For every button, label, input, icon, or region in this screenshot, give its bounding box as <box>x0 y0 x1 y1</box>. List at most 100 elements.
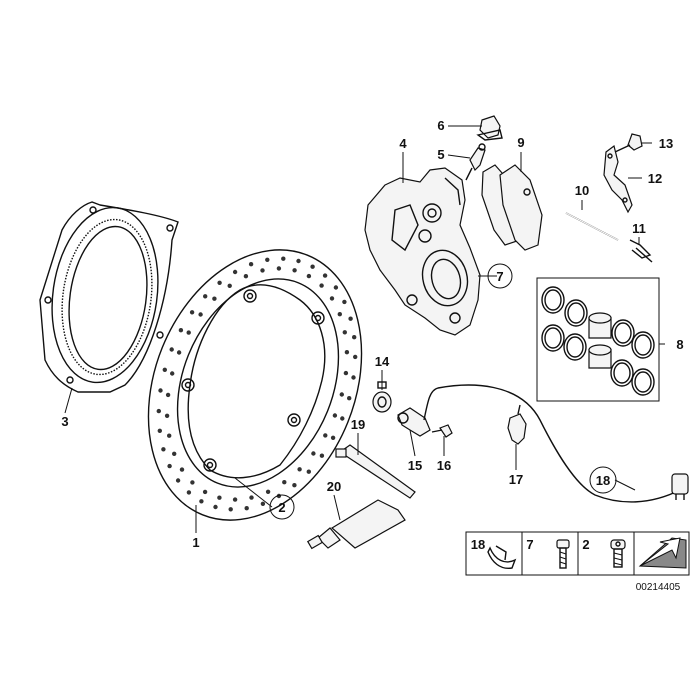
disc-drill-hole <box>344 350 350 355</box>
disc-drill-hole <box>189 310 195 315</box>
disc-drill-hole <box>276 266 282 271</box>
disc-drill-hole <box>330 435 336 440</box>
disc-drill-hole <box>176 350 182 355</box>
bolt-icon <box>556 539 570 569</box>
legend-item-7: 7 <box>526 537 533 552</box>
disc-drill-hole <box>248 262 254 267</box>
disc-drill-hole <box>165 392 171 398</box>
callout-15: 15 <box>408 458 422 473</box>
callout-16: 16 <box>437 458 451 473</box>
callout-9: 9 <box>517 135 524 150</box>
disc-drill-hole <box>265 489 271 494</box>
disc-drill-hole <box>311 451 316 456</box>
grease-tube-part[interactable] <box>306 499 406 550</box>
clip-icon <box>487 545 517 569</box>
callout-5: 5 <box>437 147 444 162</box>
brake-caliper-part[interactable] <box>364 167 481 336</box>
disc-drill-hole <box>179 467 185 472</box>
callout-3: 3 <box>61 414 68 429</box>
disc-drill-hole <box>340 416 345 421</box>
disc-drill-hole <box>161 447 166 452</box>
screw-13-part[interactable] <box>614 133 643 153</box>
disc-drill-hole <box>319 453 325 458</box>
callout-8: 8 <box>676 337 683 352</box>
spring-plate-part[interactable] <box>603 144 633 214</box>
disc-drill-hole <box>232 497 238 502</box>
sensor-ring-part[interactable] <box>39 201 179 393</box>
disc-drill-holes <box>156 256 358 512</box>
callout-13: 13 <box>659 136 673 151</box>
callout-7: 7 <box>496 269 503 284</box>
disc-drill-hole <box>202 489 208 495</box>
disc-drill-hole <box>199 499 204 504</box>
disc-drill-hole <box>260 268 265 273</box>
sensor-connector-part[interactable] <box>671 473 689 500</box>
disc-drill-hole <box>217 495 222 500</box>
brake-pads-part[interactable] <box>481 164 543 251</box>
disc-drill-hole <box>260 501 266 506</box>
torx-bolt-icon <box>610 539 626 568</box>
disc-drill-hole <box>167 463 172 469</box>
abs-sensor-part[interactable] <box>397 384 681 503</box>
disc-drill-hole <box>158 388 163 393</box>
legend-item-18: 18 <box>471 537 485 552</box>
disc-drill-hole <box>156 408 161 414</box>
disc-drill-hole <box>319 283 324 288</box>
disc-drill-hole <box>348 316 353 321</box>
disc-drill-hole <box>228 507 233 512</box>
callout-19: 19 <box>351 417 365 432</box>
callout-14: 14 <box>375 354 390 369</box>
disc-drill-hole <box>162 367 167 372</box>
leader-lines <box>64 125 665 533</box>
disc-drill-hole <box>337 312 342 317</box>
disc-drill-hole <box>243 274 249 279</box>
cable-tie-part[interactable] <box>335 444 416 499</box>
disc-drill-hole <box>282 480 287 485</box>
disc-drill-hole <box>322 273 328 278</box>
disc-drill-hole <box>157 428 162 433</box>
callout-18: 18 <box>596 473 610 488</box>
disc-drill-hole <box>244 506 249 511</box>
legend-item-2: 2 <box>582 537 589 552</box>
cable-clip-part[interactable] <box>507 404 527 445</box>
pad-pin-part[interactable] <box>565 212 619 241</box>
disc-drill-hole <box>342 330 347 335</box>
disc-drill-hole <box>265 257 270 262</box>
dust-cap-part[interactable] <box>476 115 503 141</box>
spring-clip-part[interactable] <box>629 239 653 263</box>
disc-drill-hole <box>352 335 357 340</box>
disc-drill-hole <box>217 280 222 285</box>
callout-labels: 1 2 3 4 5 6 7 8 9 10 11 12 13 14 15 16 1… <box>61 118 683 550</box>
disc-drill-hole <box>190 480 195 485</box>
disc-drill-hole <box>186 490 192 495</box>
disc-drill-hole <box>203 294 208 299</box>
callout-6: 6 <box>437 118 444 133</box>
callout-18-circle <box>589 466 617 494</box>
seal-kit-part[interactable] <box>536 277 660 402</box>
brake-disc-part[interactable] <box>110 218 400 553</box>
callout-17: 17 <box>509 472 523 487</box>
fastener-legend: 18 7 2 <box>465 531 690 576</box>
disc-drill-hole <box>170 371 175 376</box>
callout-12: 12 <box>648 171 662 186</box>
arrow-icon <box>638 537 687 569</box>
disc-drill-hole <box>347 396 352 401</box>
disc-drill-hole <box>167 433 172 438</box>
callout-7-circle <box>487 263 513 289</box>
disc-drill-hole <box>353 354 358 360</box>
callout-4: 4 <box>399 136 407 151</box>
bleeder-valve-part[interactable] <box>465 143 486 181</box>
disc-drill-hole <box>169 347 174 352</box>
disc-drill-hole <box>175 478 181 483</box>
disc-drill-hole <box>329 296 335 301</box>
callout-11: 11 <box>632 221 646 236</box>
disc-drill-hole <box>333 285 339 290</box>
disc-drill-hole <box>332 413 338 418</box>
disc-drill-hole <box>343 370 349 376</box>
screw-16-part[interactable] <box>431 424 453 438</box>
disc-drill-hole <box>306 469 311 474</box>
disc-drill-hole <box>297 467 302 472</box>
callout-2: 2 <box>278 500 285 515</box>
